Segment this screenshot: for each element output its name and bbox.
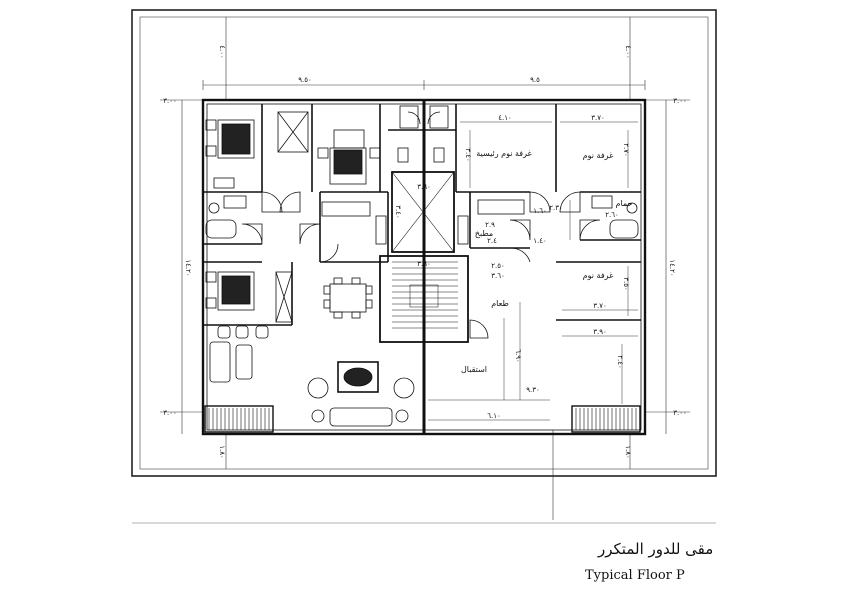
dim-core-b: ١.٤٠ bbox=[533, 237, 547, 245]
sofa-left bbox=[209, 341, 231, 383]
kitchen-counter-left bbox=[321, 201, 371, 217]
caption-arabic: مقى للدور المتكرر bbox=[598, 540, 714, 558]
bathtub-left bbox=[205, 219, 237, 239]
rug-left bbox=[337, 361, 379, 393]
dim-stair-h: ٣.٤٠ bbox=[394, 205, 402, 219]
dim-living-w: ٣.٩٠ bbox=[593, 328, 607, 336]
dim-stair-b: ٣.٦٠ bbox=[417, 260, 431, 268]
dim-side-br: ٣.٠٠ bbox=[673, 409, 687, 417]
stair-core bbox=[379, 171, 469, 343]
label-bathroom: حمام bbox=[616, 199, 633, 208]
dim-top-right: ٩.٥ bbox=[530, 76, 540, 84]
dim-bed-mid-w: ٣.٧٠ bbox=[593, 302, 607, 310]
toilet-left bbox=[397, 147, 409, 163]
dim-side-tl: ٣.٠٠ bbox=[163, 97, 177, 105]
dim-bed-top-w: ٣.٧٠ bbox=[591, 114, 605, 122]
wardrobe-2 bbox=[275, 271, 293, 323]
plot-boundary bbox=[131, 9, 717, 477]
dim-dining-h: ٦.٩٠ bbox=[514, 349, 522, 363]
dim-setback-top-left: ٤.٠٠ bbox=[218, 45, 226, 59]
dim-side-tr: ٣.٠٠ bbox=[673, 97, 687, 105]
label-bedroom-top: غرفة نوم bbox=[583, 151, 614, 160]
dim-kitchen-h: ٢.٩ bbox=[485, 221, 495, 229]
dim-lobby-a: ٢.٥٠ bbox=[491, 262, 505, 270]
outer-dimension-lines bbox=[160, 17, 690, 520]
wardrobe-1 bbox=[277, 111, 309, 153]
label-kitchen: مطبخ bbox=[475, 229, 493, 238]
dim-right-height: ١٤.٢٠ bbox=[668, 259, 676, 276]
dim-setback-bottom-right: ١.٨٠ bbox=[624, 445, 632, 459]
dim-stair-a: ٣.٦٠ bbox=[417, 183, 431, 191]
dim-bath-a: ٢.٣٠ bbox=[549, 204, 563, 212]
dim-bed-mid-h: ٣.٥٠ bbox=[622, 277, 630, 291]
dim-master-w: ٤.١٠ bbox=[498, 114, 512, 122]
dim-living-h: ٢.٤٠ bbox=[616, 355, 624, 369]
dim-side-bl: ٣.٠٠ bbox=[163, 409, 177, 417]
dim-bed-top-h: ٢.٧٠ bbox=[622, 143, 630, 157]
bed-1 bbox=[217, 119, 255, 159]
caption-english: Typical Floor P bbox=[585, 568, 685, 583]
label-reception: استقبال bbox=[461, 365, 487, 374]
left-furniture bbox=[205, 111, 415, 427]
setback-line bbox=[139, 16, 709, 470]
dim-left-height: ١٤.٢٠ bbox=[184, 259, 192, 276]
label-bedroom-mid: غرفة نوم bbox=[583, 271, 614, 280]
right-furniture bbox=[397, 105, 639, 245]
dim-core-h: ٣.٤٠ bbox=[464, 148, 472, 162]
left-apartment-walls bbox=[203, 104, 424, 326]
door-swings bbox=[241, 111, 601, 339]
sink-left bbox=[223, 195, 247, 209]
dim-core-a: ١.٦٠ bbox=[533, 207, 547, 215]
bed-3 bbox=[217, 271, 255, 311]
dim-bath-b: ٢.٦٠ bbox=[605, 211, 619, 219]
dining-table-left bbox=[329, 283, 367, 313]
toilet-right bbox=[433, 147, 445, 163]
dim-recep-h: ٩.٣٠ bbox=[526, 386, 540, 394]
balconies bbox=[204, 405, 641, 433]
dim-setback-top-right: ٤.٠٠ bbox=[624, 45, 632, 59]
right-apartment-walls bbox=[424, 104, 641, 321]
dim-setback-bottom-left: ١.٨٠ bbox=[218, 445, 226, 459]
inner-dimension-lines bbox=[428, 121, 638, 421]
dim-recep-w: ٦.١٠ bbox=[487, 412, 501, 420]
label-master-bedroom: غرفة نوم رئيسية bbox=[476, 149, 531, 158]
dim-lobby-b: ٣.٦٠ bbox=[491, 272, 505, 280]
dim-kitchen-w: ٢.٤ bbox=[487, 237, 497, 245]
bathtub-right bbox=[609, 219, 639, 239]
dim-top-left: ٩.٥٠ bbox=[298, 76, 312, 84]
label-dining: طعام bbox=[491, 299, 509, 308]
kitchen-counter-right bbox=[477, 199, 525, 215]
